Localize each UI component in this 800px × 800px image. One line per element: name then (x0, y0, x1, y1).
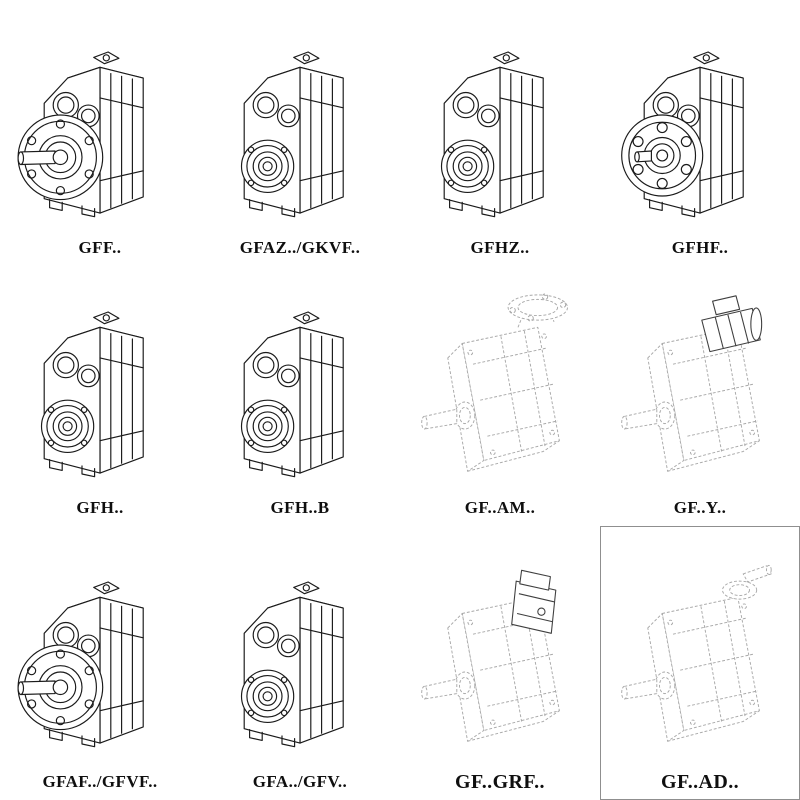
gearbox-drawing (400, 526, 600, 764)
gearbox-illustration (10, 278, 190, 490)
gearbox-illustration (10, 18, 190, 230)
gearbox-symbol-ref (242, 582, 344, 747)
model-label: GF..GRF.. (455, 770, 545, 793)
model-label: GFA../GFV.. (252, 772, 348, 791)
gearbox-symbol-ref (42, 312, 144, 477)
gearbox-symbol-ref (242, 52, 344, 217)
gearbox-symbol-ref (242, 312, 344, 477)
gearbox-illustration (210, 278, 390, 490)
model-label: GF..AD.. (660, 770, 740, 793)
gearbox-illustration (410, 544, 590, 764)
gearbox-symbol-ref (18, 52, 143, 217)
model-label: GFHF.. (671, 238, 729, 257)
cell-gfa-gfv: GFA../GFV.. (200, 526, 400, 800)
gearbox-drawing (0, 266, 200, 490)
cell-gf-grf: GF..GRF.. (400, 526, 600, 800)
gearbox-drawing (400, 266, 600, 490)
gearbox-drawing (200, 526, 400, 764)
cell-gfhf: GFHF.. (600, 0, 800, 266)
cell-gfh: GFH.. (0, 266, 200, 526)
gearbox-illustration (210, 18, 390, 230)
gearbox-illustration (610, 278, 790, 490)
gearbox-symbol-ref (622, 296, 762, 472)
gearbox-symbol-ref (422, 570, 560, 741)
model-label: GFAZ../GKVF.. (239, 238, 361, 257)
cell-gfhz: GFHZ.. (400, 0, 600, 266)
model-label: GFHZ.. (470, 238, 530, 257)
gearbox-drawing (0, 526, 200, 764)
gearbox-drawing (400, 0, 600, 230)
gearbox-drawing (0, 0, 200, 230)
gearbox-illustration (210, 544, 390, 764)
model-label: GF..AM.. (464, 498, 536, 517)
gearbox-symbol-ref (622, 565, 771, 741)
model-label: GF..Y.. (673, 498, 727, 517)
cell-gfh-b: GFH..B (200, 266, 400, 526)
gearbox-symbol-ref (442, 52, 544, 217)
gearbox-symbol-ref (622, 52, 744, 217)
cell-gf-y: GF..Y.. (600, 266, 800, 526)
gearbox-symbol-ref (18, 582, 143, 747)
gearbox-illustration (410, 18, 590, 230)
gearbox-drawing (200, 0, 400, 230)
cell-gf-ad: GF..AD.. (600, 526, 800, 800)
gearbox-illustration (10, 544, 190, 764)
gearbox-illustration (610, 18, 790, 230)
gearbox-symbol-ref (422, 294, 568, 471)
model-label: GFAF../GFVF.. (42, 772, 158, 791)
gearbox-drawing (200, 266, 400, 490)
gearbox-illustration (610, 544, 790, 764)
cell-gfaf-gfvf: GFAF../GFVF.. (0, 526, 200, 800)
gearbox-illustration (410, 278, 590, 490)
cell-gf-am: GF..AM.. (400, 266, 600, 526)
model-label: GFF.. (78, 238, 122, 257)
model-label: GFH..B (270, 498, 330, 517)
cell-gfaz-gkvf: GFAZ../GKVF.. (200, 0, 400, 266)
gearbox-drawing (600, 0, 800, 230)
gearbox-drawing (600, 526, 800, 764)
gearbox-drawing (600, 266, 800, 490)
model-label: GFH.. (76, 498, 124, 517)
cell-gff: GFF.. (0, 0, 200, 266)
